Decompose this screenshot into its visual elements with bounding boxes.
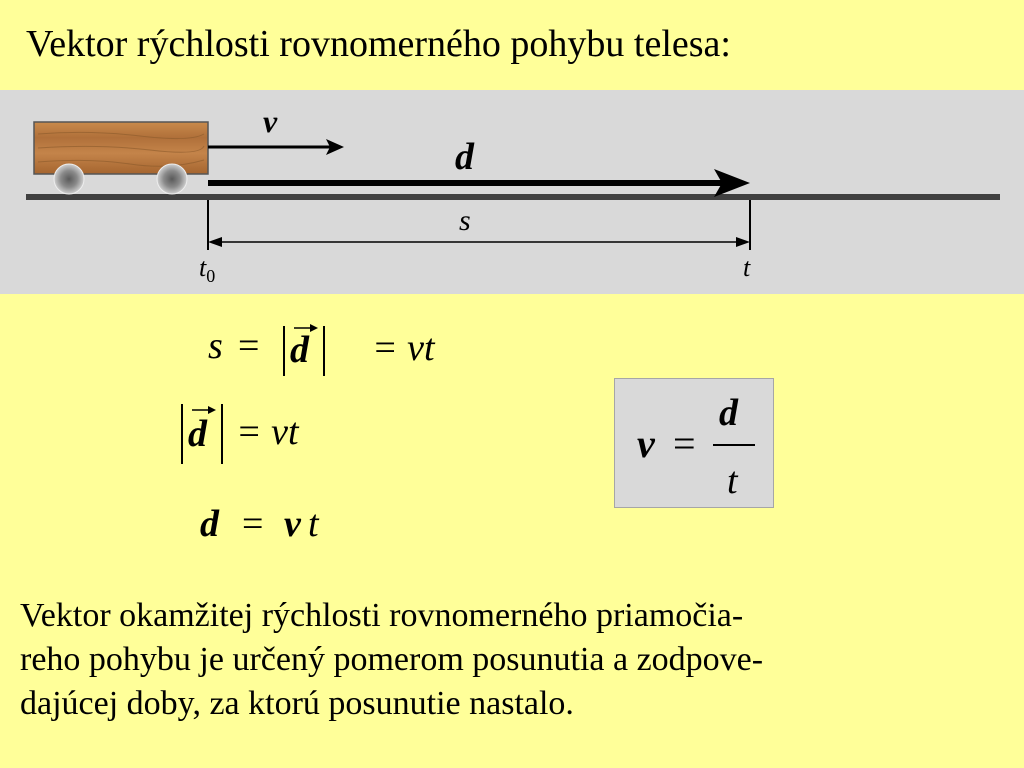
boxed-v: v	[637, 421, 656, 466]
distance-arrow-left	[208, 237, 222, 247]
eq2-d: d	[188, 413, 208, 455]
boxed-numerator: d	[719, 392, 739, 434]
cart-wheel-left	[53, 163, 85, 195]
eq3-equals: =	[242, 503, 263, 545]
time-end-label: t	[743, 253, 751, 282]
cart-wheel-right	[156, 163, 188, 195]
boxed-equals: =	[673, 421, 696, 466]
distance-arrow-right	[736, 237, 750, 247]
motion-diagram-svg: v d s t0 t	[26, 103, 1000, 286]
eq1-rhs: = vt	[372, 327, 436, 369]
velocity-formula-box: v = d t	[614, 378, 774, 508]
boxed-denominator: t	[727, 460, 739, 502]
equation-magnitude-s: s = d = vt	[200, 318, 470, 382]
paragraph-line-3: dajúcej doby, za ktorú posunutie nastalo…	[20, 685, 574, 722]
explanation-paragraph: Vektor okamžitej rýchlosti rovnomerného …	[20, 594, 1020, 726]
eq3-v: v	[284, 503, 302, 545]
cart	[33, 121, 209, 195]
eq1-equals: =	[238, 325, 259, 367]
time-start-label: t0	[199, 253, 215, 286]
eq3-d: d	[200, 503, 220, 545]
equation-vector: d = v t	[196, 496, 346, 552]
eq3-t: t	[308, 503, 320, 545]
cart-body	[33, 121, 209, 175]
equation-magnitude-d: d = vt	[176, 398, 336, 470]
eq1-s: s	[208, 325, 223, 367]
displacement-label: d	[455, 136, 475, 178]
displacement-arrow-head	[714, 169, 750, 197]
velocity-label: v	[263, 103, 278, 139]
eq2-rhs: = vt	[236, 411, 300, 453]
paragraph-line-2: reho pohybu je určený pomerom posunutia …	[20, 641, 764, 678]
motion-diagram: v d s t0 t	[0, 90, 1024, 294]
distance-label: s	[459, 204, 471, 237]
slide-title: Vektor rýchlosti rovnomerného pohybu tel…	[26, 23, 731, 65]
velocity-arrow-head	[326, 139, 344, 155]
eq1-d: d	[290, 329, 310, 371]
paragraph-line-1: Vektor okamžitej rýchlosti rovnomerného …	[20, 597, 744, 634]
